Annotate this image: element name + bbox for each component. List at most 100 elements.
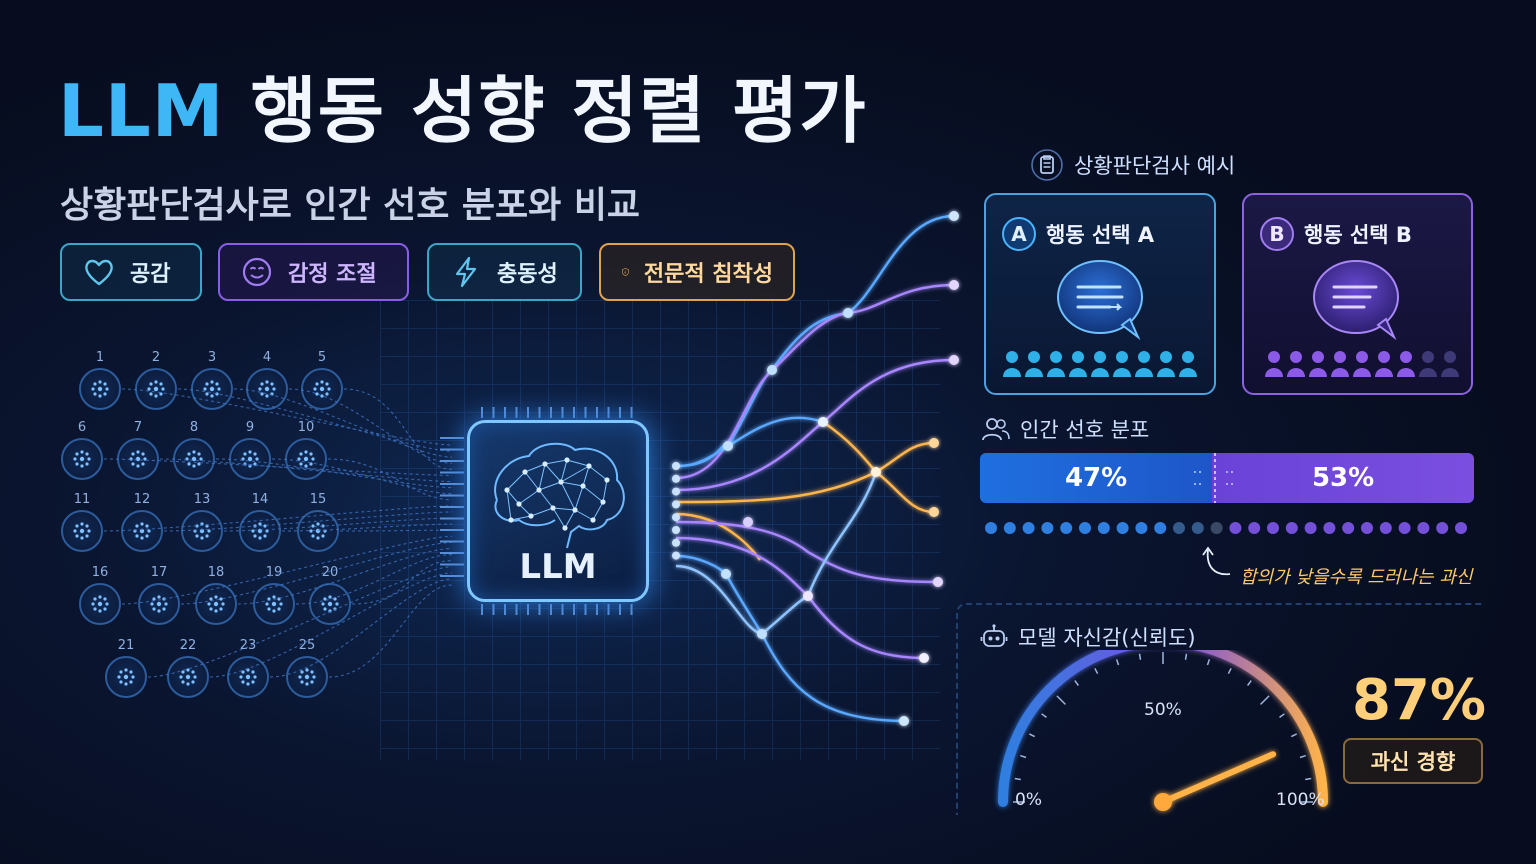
brain-edge [566,459,590,467]
brain-edge [574,485,584,511]
scenario-number: 4 [262,350,272,365]
output-branch-lines [675,214,955,723]
llm-chip: LLM [467,420,649,602]
gauge-tick [1184,653,1188,660]
option-a-title: A 행동 선택 A [1002,217,1154,251]
chip-output-port [672,538,680,547]
scenario-node [79,368,121,410]
gauge-arc [998,650,1328,807]
page-subtitle: 상황판단검사로 인간 선호 분포와 비교 [60,185,641,226]
person-icons [1003,351,1197,377]
scenario-number: 3 [207,350,217,365]
brain-edge [506,471,526,491]
confidence-panel [956,603,1482,815]
network-dots-icon [251,522,269,540]
preference-dot [985,522,997,534]
scenario-number: 8 [189,420,199,435]
input-line [121,388,453,446]
brain-node [536,487,542,493]
human-pref-header-label: 인간 선호 분포 [1020,418,1150,442]
input-line [237,547,453,605]
gauge-tick [1138,653,1142,660]
preference-dot [1003,522,1016,534]
brain-edge [552,507,576,511]
scenario-number: 18 [207,565,225,580]
input-line [288,388,453,464]
scenario-node [246,368,288,410]
branch-endpoint [919,653,929,663]
scenario-node [135,368,177,410]
network-dots-icon [91,595,109,613]
branch-path [675,421,935,561]
person-icon [1419,351,1437,377]
gauge-tick [1074,680,1080,686]
preference-dot [1436,522,1449,534]
preference-dot [1097,522,1110,534]
preference-bar-a: 47% [980,453,1213,503]
person-icon [1025,351,1043,377]
tag-impulsivity: 충동성 [427,243,582,301]
scenario-number: 16 [91,565,109,580]
chip-label: LLM [519,547,597,587]
chip-output-port [672,513,680,522]
tag-label: 감정 조절 [288,262,377,287]
scenario-number: 20 [321,565,339,580]
person-icon [1135,351,1153,377]
tag-professional-calm: 전문적 침착성 [599,243,795,301]
person-icon [1397,351,1415,377]
preference-dot [1191,522,1204,534]
example-header: 상황판단검사 예시 [1030,148,1235,182]
network-dots-icon [91,380,109,398]
gauge-tick [1014,777,1021,781]
people-row-a [1002,349,1202,379]
input-line [271,458,453,495]
gauge-tick [1305,777,1312,781]
preference-dot [1248,522,1261,534]
chip-output-port [672,462,680,470]
branch-path [675,471,878,636]
heart-icon [85,259,113,286]
preference-dot [1323,522,1336,534]
network-dots-icon [150,595,168,613]
person-icon [1353,351,1371,377]
scenario-number: 12 [133,492,151,507]
branch-path [675,520,939,584]
branch-junction [757,629,767,639]
brain-edge [560,459,568,483]
people-row-b [1264,349,1464,379]
person-icon [1113,351,1131,377]
scenario-node [195,583,237,625]
branch-path [675,416,824,468]
chip-pins [440,407,633,615]
brain-edge [506,489,512,521]
preference-dot [1135,522,1148,534]
scenario-number: 17 [150,565,168,580]
person-icon [1331,351,1349,377]
curved-arrow-icon [1202,546,1231,576]
option-card-a: A 행동 선택 A [984,193,1216,395]
brain-edge [560,465,590,483]
tag-label: 전문적 침착성 [643,262,773,287]
input-line [159,458,453,483]
input-line [103,505,453,532]
gauge-tick [1041,713,1047,719]
input-line [351,560,453,605]
branch-junction [743,517,753,527]
brain-node [572,507,578,513]
branch-endpoint [929,507,939,517]
tag-label: 충동성 [497,262,558,287]
scenario-node [138,583,180,625]
input-line [281,523,453,532]
brain-node [558,479,564,485]
brain-edge [560,481,576,511]
gauge-tick [1279,713,1285,719]
brain-edge [588,465,608,481]
option-b-label: 행동 선택 B [1304,223,1412,247]
preference-dot [1173,522,1185,534]
branch-junction [818,417,828,427]
preference-dot [1342,522,1355,534]
input-line [121,535,453,605]
branch-junction [721,569,731,579]
